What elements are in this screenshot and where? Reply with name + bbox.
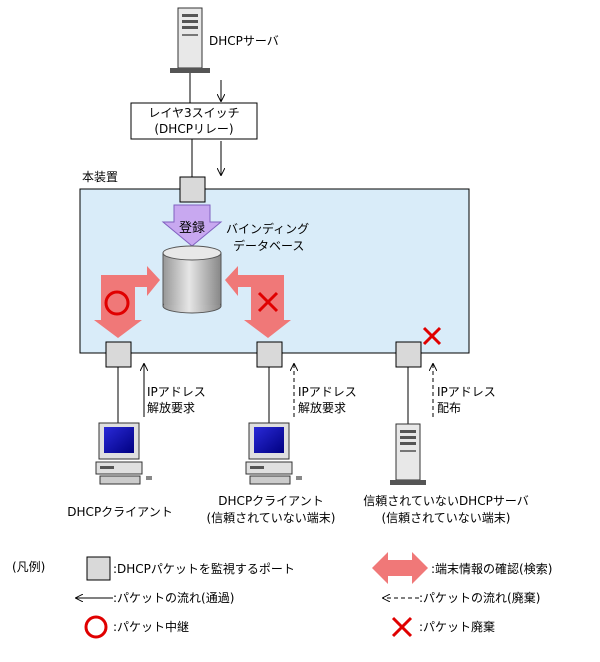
binding-db-label-1: バインディング [226,221,309,236]
client2-label-2: (信頼されていない端末) [206,511,335,525]
l3-switch-box [130,102,258,140]
port-rogue [395,341,422,368]
client2-pc-icon [245,422,302,485]
rogue-server-icon [390,423,426,485]
port-uplink [179,176,206,203]
message-release1-line2: 解放要求 [147,400,195,415]
legend-title: (凡例) [12,560,45,574]
legend-check-symbol [372,552,428,584]
binding-db-label-2: データベース [233,238,304,253]
message-distribute-line2: 配布 [437,401,461,415]
device-label: 本装置 [82,170,118,184]
legend-relay-text: :パケット中継 [113,619,189,634]
message-release1-line1: IPアドレス [147,385,206,399]
legend-port-text: :DHCPパケットを監視するポート [113,561,295,576]
client1-label: DHCPクライアント [67,505,172,519]
legend-port-symbol [86,556,111,581]
legend-discard-text: :パケット廃棄 [419,619,495,634]
message-release2-line1: IPアドレス [298,385,357,399]
dhcp-server-label: DHCPサーバ [209,34,279,48]
discard-cross-icon-db [257,291,279,313]
client1-pc-icon [95,422,152,485]
message-release2-line2: 解放要求 [298,400,346,415]
l3-switch-label: レイヤ3スイッチ [148,106,239,120]
check-arrow-right [225,266,291,338]
port-client2 [256,341,283,368]
l3-switch-sublabel: (DHCPリレー) [154,122,233,136]
discard-cross-icon-rogue [422,326,442,346]
register-label: 登録 [179,221,205,236]
message-distribute-line1: IPアドレス [437,385,496,399]
port-client1 [105,341,132,368]
rogue-server-label-1: 信頼されていないDHCPサーバ [363,494,528,508]
rogue-server-label-2: (信頼されていない端末) [381,511,510,525]
register-arrow [161,204,223,247]
legend-flow-drop-text: :パケットの流れ(廃棄) [419,590,540,605]
relay-circle-icon [104,290,130,316]
legend-discard-symbol [391,616,413,638]
legend-relay-symbol [84,615,108,639]
legend-flow-pass-text: :パケットの流れ(通過) [113,591,234,605]
legend-check-text: :端末情報の確認(検索) [431,561,552,576]
client2-label-1: DHCPクライアント [218,494,323,508]
dhcp-server-icon [170,7,210,73]
database-icon [162,245,222,314]
